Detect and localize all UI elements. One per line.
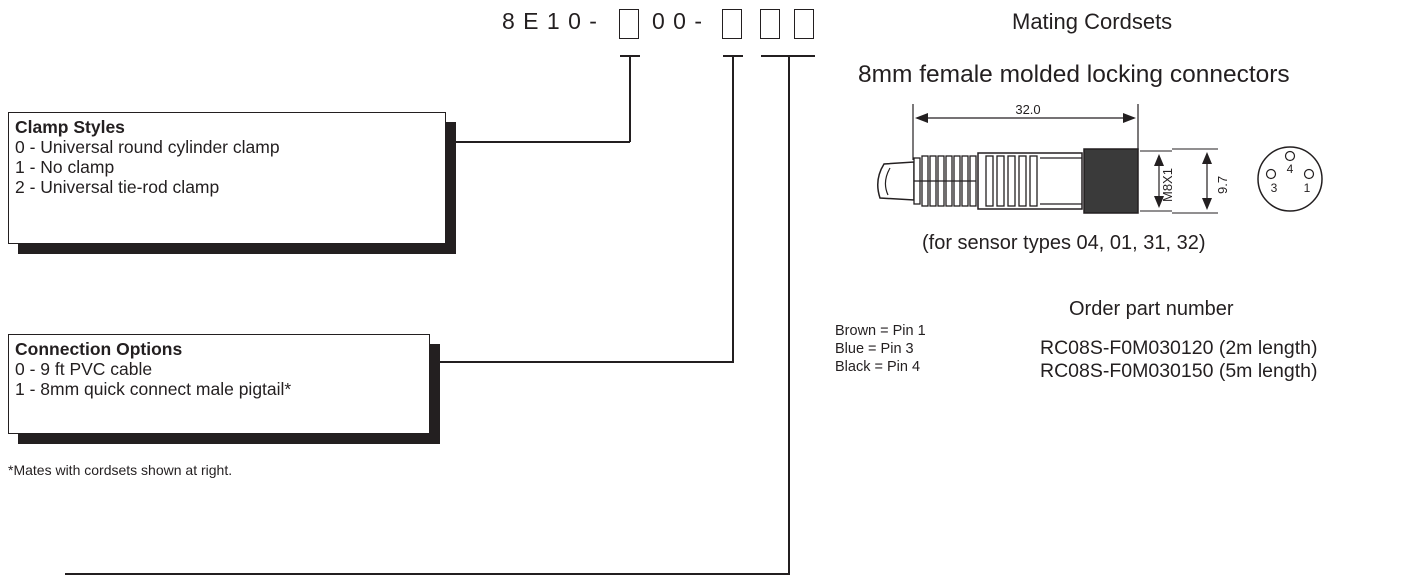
connection-footnote: *Mates with cordsets shown at right.: [8, 462, 233, 478]
cordset-part-number: RC08S-F0M030150 (5m length): [1040, 360, 1318, 382]
clamp-styles-title: Clamp Styles: [15, 117, 125, 137]
option-slot-3: [794, 9, 814, 39]
diameter-dimension-label: 9.7: [1215, 176, 1230, 194]
connection-leader-vertical: [732, 55, 734, 362]
clamp-leader-horizontal: [455, 141, 630, 143]
connection-option: 1 - 8mm quick connect male pigtail*: [15, 379, 292, 399]
part-number-list: RC08S-F0M030120 (2m length) RC08S-F0M030…: [1040, 337, 1317, 383]
thread-dimension-label: M8X1: [1160, 168, 1175, 202]
part-number-middle: 0 0 -: [652, 8, 704, 34]
part-number-prefix: 8 E 1 0 -: [502, 8, 598, 34]
pin-label: 3: [1271, 181, 1278, 195]
cordsets-title: Mating Cordsets: [1012, 9, 1173, 34]
clamp-leader-vertical: [629, 55, 631, 142]
clamp-styles-box: Clamp Styles 0 - Universal round cylinde…: [8, 112, 446, 244]
sensor-types-note: (for sensor types 04, 01, 31, 32): [922, 232, 1206, 254]
option-slot-2: [760, 9, 780, 39]
wire-color: Black = Pin 4: [835, 359, 921, 375]
connection-option-slot: [722, 9, 742, 39]
pin-label: 4: [1287, 162, 1294, 176]
pin-face-icon: [1257, 146, 1323, 212]
cordsets-subtitle: 8mm female molded locking connectors: [858, 61, 1290, 88]
wire-color: Blue = Pin 3: [835, 341, 914, 357]
cordset-part-number: RC08S-F0M030120 (2m length): [1040, 337, 1318, 359]
clamp-option: 0 - Universal round cylinder clamp: [15, 137, 280, 157]
pin-label: 1: [1304, 181, 1311, 195]
connection-option: 0 - 9 ft PVC cable: [15, 359, 153, 379]
clamp-style-slot: [619, 9, 639, 39]
clamp-option: 1 - No clamp: [15, 157, 115, 177]
wire-color-list: Brown = Pin 1 Blue = Pin 3 Black = Pin 4: [835, 322, 926, 376]
clamp-option: 2 - Universal tie-rod clamp: [15, 177, 220, 197]
option-leader-horizontal: [65, 573, 790, 575]
order-part-number-title: Order part number: [1069, 298, 1234, 320]
option-leader-vertical: [788, 55, 790, 574]
connection-leader-horizontal: [440, 361, 734, 363]
length-dimension-label: 32.0: [1015, 102, 1040, 117]
connection-options-box: Connection Options 0 - 9 ft PVC cable 1 …: [8, 334, 430, 434]
connection-options-title: Connection Options: [15, 339, 183, 359]
wire-color: Brown = Pin 1: [835, 323, 926, 339]
connector-drawing: 32.0 M8X1 9.7 4 3 1: [877, 102, 1323, 214]
